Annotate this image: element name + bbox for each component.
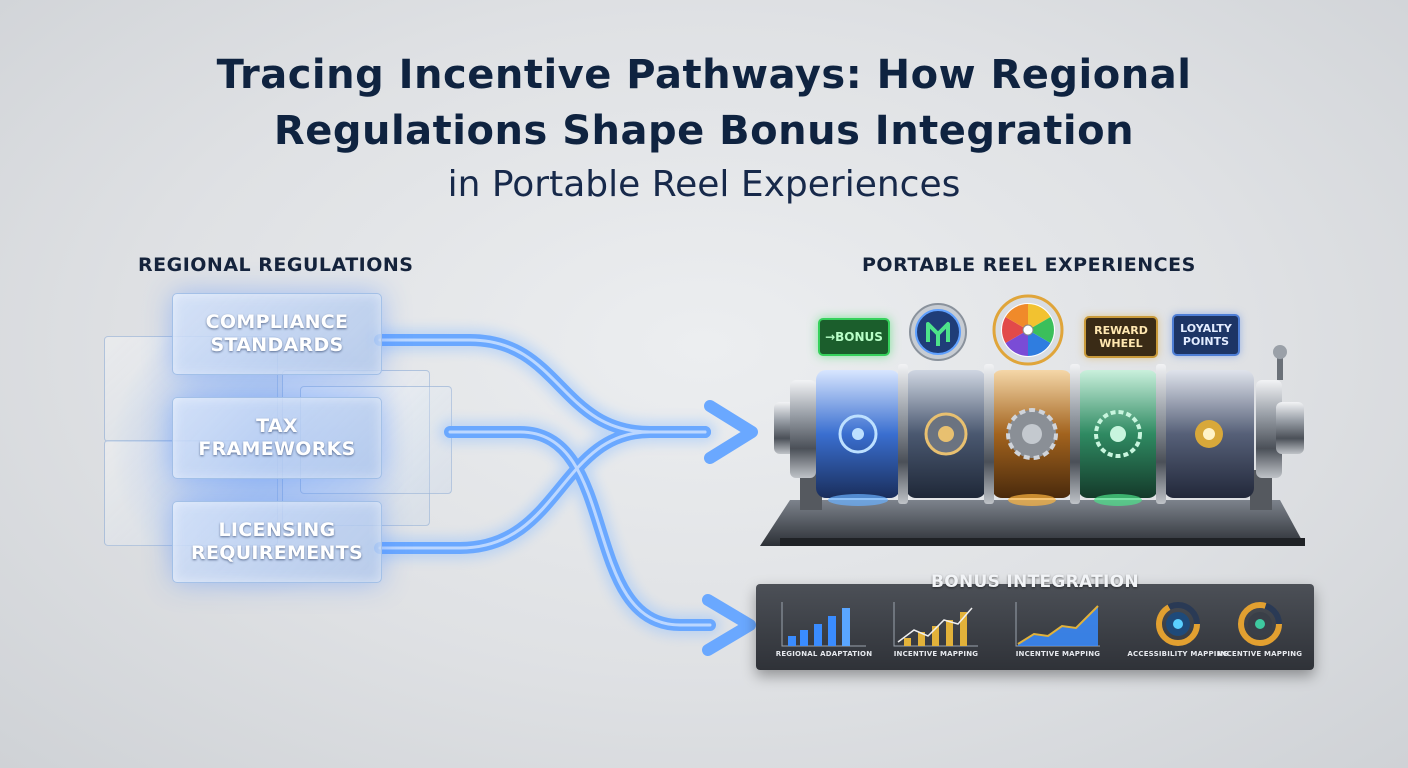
reel-machine-illustration bbox=[760, 345, 1305, 546]
regional-adaptation-item: REGIONAL ADAPTATION bbox=[774, 598, 874, 658]
ring-gauge-icon bbox=[1238, 602, 1282, 646]
badge-line: LOYALTY bbox=[1180, 322, 1232, 335]
card-line: FRAMEWORKS bbox=[198, 438, 356, 460]
bonus-badge: →BONUS bbox=[818, 318, 890, 356]
flow-licensing bbox=[374, 426, 711, 554]
card-line: COMPLIANCE bbox=[205, 311, 349, 333]
item-caption: ACCESSIBILITY MAPPING bbox=[1127, 650, 1229, 658]
card-line: STANDARDS bbox=[210, 334, 344, 356]
title-line-2: Regulations Shape Bonus Integration bbox=[273, 108, 1135, 154]
card-line: REQUIREMENTS bbox=[191, 542, 363, 564]
bonus-integration-panel: BONUS INTEGRATION REGIONAL ADAPTATION IN… bbox=[756, 572, 1314, 670]
item-caption: INCENTIVE MAPPING bbox=[893, 650, 979, 658]
incentive-mapping-item: INCENTIVE MAPPING bbox=[1008, 598, 1108, 658]
badge-line: POINTS bbox=[1182, 335, 1230, 348]
badge-line: REWARD bbox=[1094, 324, 1148, 337]
card-line: TAX bbox=[256, 415, 298, 437]
item-caption: REGIONAL ADAPTATION bbox=[775, 650, 873, 658]
ring-gauge-icon bbox=[1156, 602, 1200, 646]
item-caption: INCENTIVE MAPPING bbox=[1217, 650, 1303, 658]
badge-line: WHEEL bbox=[1099, 337, 1143, 350]
arrowhead-top bbox=[704, 400, 758, 464]
portable-reel-heading: PORTABLE REEL EXPERIENCES bbox=[862, 254, 1196, 276]
incentive-mapping-item: INCENTIVE MAPPING bbox=[1210, 598, 1310, 658]
title-line-1: Tracing Incentive Pathways: How Regional bbox=[216, 52, 1192, 98]
area-chart-icon bbox=[1015, 602, 1100, 647]
item-caption: INCENTIVE MAPPING bbox=[1015, 650, 1101, 658]
bar-chart-icon bbox=[781, 602, 866, 647]
subtitle: in Portable Reel Experiences bbox=[447, 164, 961, 205]
accessibility-mapping-item: ACCESSIBILITY MAPPING bbox=[1127, 598, 1228, 658]
prize-wheel-icon bbox=[992, 294, 1064, 370]
bonus-integration-title: BONUS INTEGRATION bbox=[931, 572, 1139, 592]
incentive-mapping-item: INCENTIVE MAPPING bbox=[886, 598, 986, 658]
arrowhead-bottom bbox=[702, 594, 756, 656]
bar-line-chart-icon bbox=[893, 602, 978, 647]
card-line: LICENSING bbox=[218, 519, 336, 541]
flow-compliance bbox=[374, 334, 711, 438]
arrow-token-icon bbox=[908, 302, 968, 366]
regional-regulations-heading: REGIONAL REGULATIONS bbox=[138, 254, 414, 276]
